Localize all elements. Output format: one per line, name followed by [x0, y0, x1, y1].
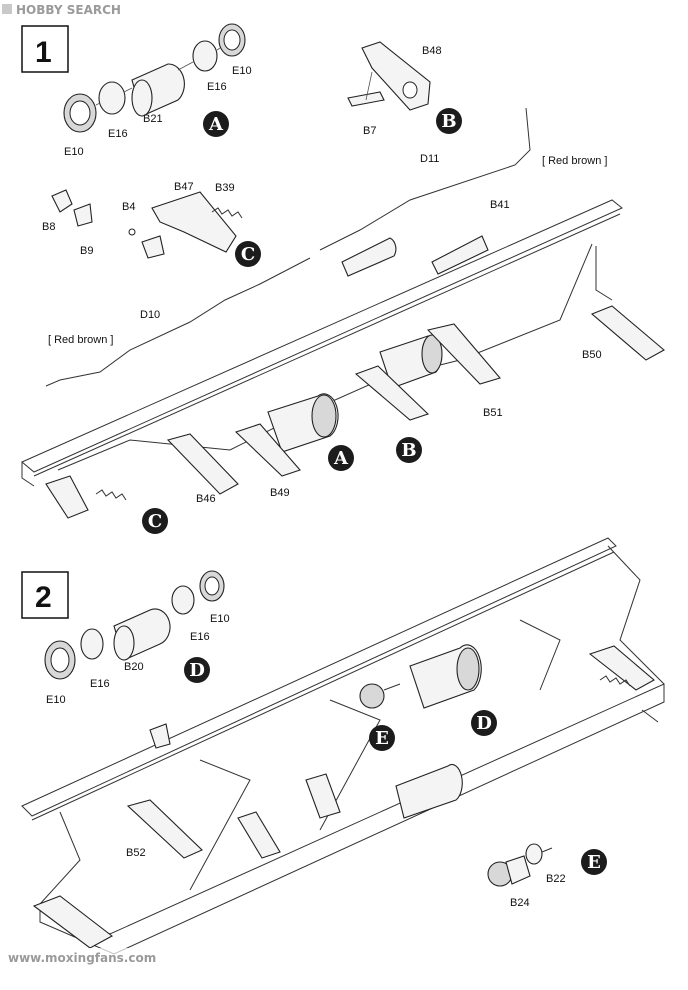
step-1-box [21, 25, 69, 73]
chassis-frame-step-1 [21, 199, 623, 519]
label-b52: B52 [126, 847, 146, 859]
label-d11: D11 [420, 153, 439, 165]
label-b21: B21 [143, 113, 163, 125]
label-b51: B51 [483, 407, 503, 419]
step-2: 2 E10 E16 B20 E16 E10 [21, 537, 665, 955]
label-b8: B8 [42, 221, 55, 233]
svg-text:D: D [476, 713, 492, 734]
label-b24: B24 [510, 897, 530, 909]
part-b41 [431, 235, 489, 275]
sub-assembly-e-parts [487, 843, 553, 887]
label-e10: E10 [210, 613, 230, 625]
watermark-top: HOBBY SEARCH [16, 3, 121, 17]
marker-a: A [203, 111, 229, 137]
part-b50 [590, 305, 665, 361]
svg-text:D: D [189, 660, 205, 681]
label-b49: B49 [270, 487, 290, 499]
label-b9: B9 [80, 245, 93, 257]
sub-assembly-d-parts [44, 570, 225, 680]
label-b48: B48 [422, 45, 442, 57]
cross-members-step-1 [166, 305, 665, 495]
part-b49 [234, 423, 301, 477]
part-b52 [126, 799, 203, 859]
label-e10: E10 [232, 65, 252, 77]
svg-text:A: A [208, 114, 224, 135]
watermark-bottom: www.moxingfans.com [8, 951, 156, 965]
marker-c: C [235, 241, 261, 267]
marker-b: B [436, 108, 462, 134]
label-b7: B7 [363, 125, 376, 137]
svg-text:B: B [441, 111, 456, 132]
label-b4: B4 [122, 201, 135, 213]
marker-c: C [142, 508, 168, 534]
label-b22: B22 [546, 873, 566, 885]
label-e10: E10 [64, 146, 84, 158]
note-red-brown: [ Red brown ] [542, 155, 607, 167]
hobbysearch-watermark: HOBBY SEARCH [2, 3, 121, 17]
label-b46: B46 [196, 493, 216, 505]
part-b46 [166, 433, 239, 495]
step-2-number: 2 [35, 581, 52, 614]
marker-e: E [369, 725, 395, 751]
label-e16: E16 [108, 128, 128, 140]
svg-text:E: E [375, 728, 389, 749]
marker-d: D [471, 710, 497, 736]
label-b47: B47 [174, 181, 194, 193]
marker-e: E [581, 849, 607, 875]
label-b39: B39 [215, 182, 235, 194]
tanks-on-frame-step-2 [359, 644, 482, 819]
tanks-on-frame-step-1 [267, 237, 443, 453]
sub-assembly-a-parts [63, 23, 246, 133]
label-e10: E10 [46, 694, 66, 706]
marker-d: D [184, 657, 210, 683]
label-d10: D10 [140, 309, 160, 321]
svg-text:C: C [241, 244, 255, 265]
part-e16-left [98, 81, 126, 115]
part-b51 [426, 323, 501, 385]
label-b41: B41 [490, 199, 510, 211]
step-1: 1 E10 E16 B21 E16 E10 B48 B7 [21, 23, 665, 534]
step-2-box [21, 571, 69, 619]
rod-d11 [319, 107, 531, 251]
svg-text:E: E [587, 852, 601, 873]
part-e16-right [192, 40, 218, 72]
label-b50: B50 [582, 349, 602, 361]
bracket-b48-b7 [347, 41, 431, 111]
marker-b: B [396, 437, 422, 463]
svg-text:B: B [401, 440, 416, 461]
label-e16: E16 [207, 81, 227, 93]
label-e16: E16 [90, 678, 110, 690]
svg-text:C: C [148, 511, 162, 532]
note-red-brown: [ Red brown ] [48, 334, 113, 346]
small-parts-b8-b9 [51, 189, 93, 227]
svg-text:A: A [333, 448, 349, 469]
chassis-frame-step-2 [21, 537, 665, 955]
moxingfans-watermark: www.moxingfans.com [4, 948, 156, 966]
rod-d10 [45, 257, 311, 387]
label-b20: B20 [124, 661, 144, 673]
marker-a: A [328, 445, 354, 471]
label-e16: E16 [190, 631, 210, 643]
step-1-number: 1 [35, 36, 52, 69]
sub-assembly-c-parts [128, 191, 243, 259]
